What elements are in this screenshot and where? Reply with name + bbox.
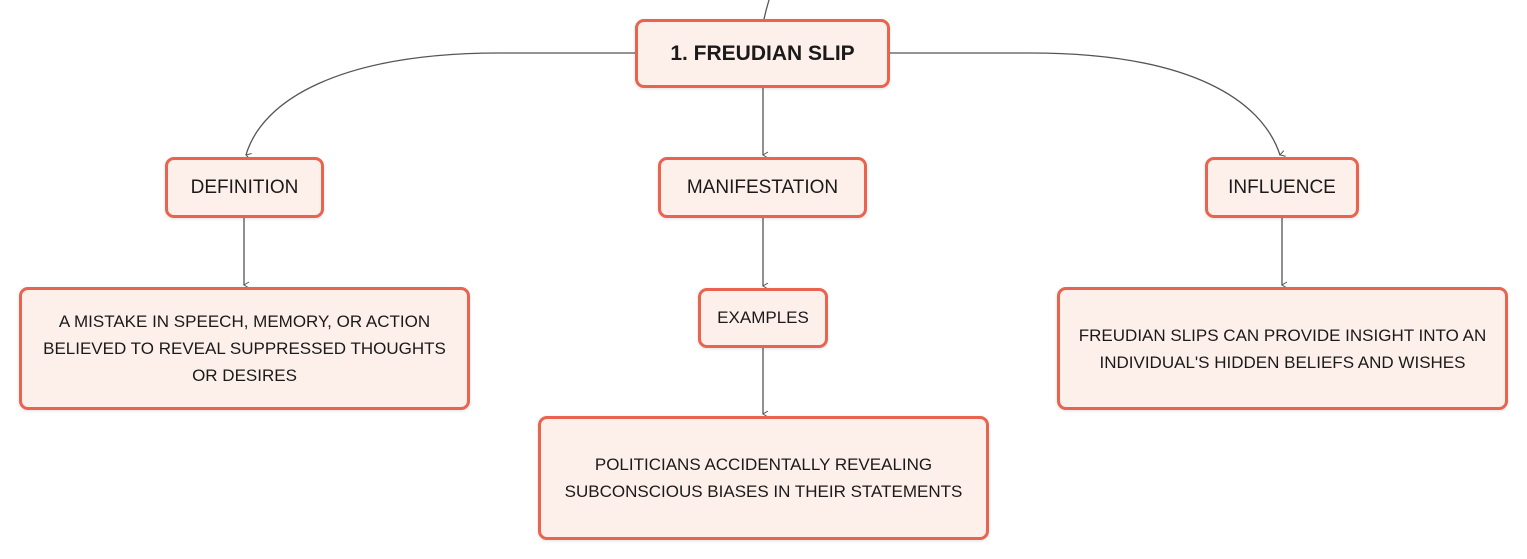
influence-label: INFLUENCE bbox=[1228, 176, 1336, 198]
connector-root-influence bbox=[890, 52, 1286, 157]
influence-text: FREUDIAN SLIPS CAN PROVIDE INSIGHT INTO … bbox=[1078, 325, 1487, 372]
examples-text: POLITICIANS ACCIDENTALLY REVEALING SUBCO… bbox=[564, 455, 963, 501]
definition-text: A MISTAKE IN SPEECH, MEMORY, OR ACTION B… bbox=[43, 312, 446, 385]
manifestation-node[interactable]: MANIFESTATION bbox=[658, 157, 867, 218]
examples-node[interactable]: EXAMPLES bbox=[698, 288, 828, 348]
root-label: 1. FREUDIAN SLIP bbox=[670, 41, 855, 65]
connector-root-definition bbox=[245, 52, 635, 160]
definition-text-node[interactable]: A MISTAKE IN SPEECH, MEMORY, OR ACTION B… bbox=[19, 287, 470, 410]
examples-text-node[interactable]: POLITICIANS ACCIDENTALLY REVEALING SUBCO… bbox=[538, 416, 989, 540]
incoming-connector bbox=[763, 0, 770, 20]
influence-node[interactable]: INFLUENCE bbox=[1205, 157, 1359, 218]
manifestation-label: MANIFESTATION bbox=[686, 176, 839, 198]
influence-text-node[interactable]: FREUDIAN SLIPS CAN PROVIDE INSIGHT INTO … bbox=[1057, 287, 1508, 410]
examples-label: EXAMPLES bbox=[717, 308, 809, 327]
definition-label: DEFINITION bbox=[190, 176, 299, 198]
root-node[interactable]: 1. FREUDIAN SLIP bbox=[635, 19, 890, 88]
definition-node[interactable]: DEFINITION bbox=[165, 157, 324, 218]
